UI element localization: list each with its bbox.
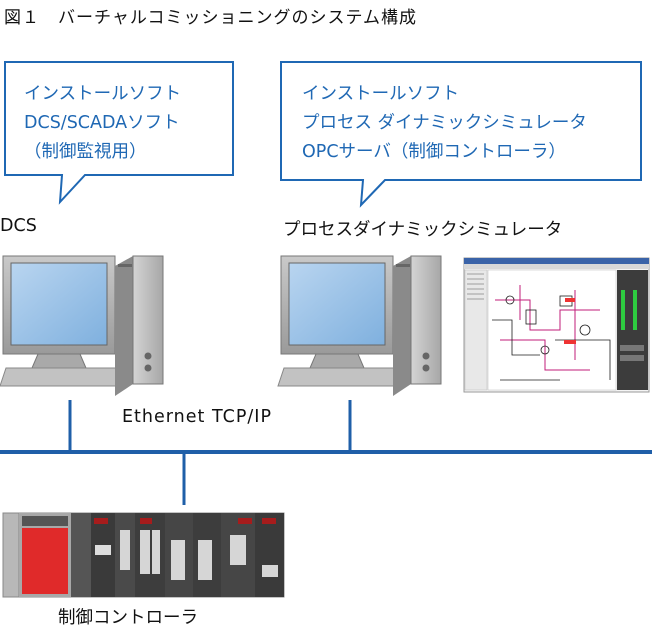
right-bubble-text: インストールソフト プロセス ダイナミックシミュレータ OPCサーバ（制御コント…	[302, 80, 587, 167]
dcs-label: DCS	[0, 216, 37, 236]
left-bubble-line-1: インストールソフト	[24, 84, 182, 104]
simulator-label: プロセスダイナミックシミュレータ	[283, 220, 563, 240]
right-bubble-line-2: プロセス ダイナミックシミュレータ	[302, 113, 587, 133]
controller-label: 制御コントローラ	[58, 608, 198, 628]
simulator-pc-icon	[277, 255, 442, 396]
left-bubble-line-2: DCS/SCADAソフト	[24, 113, 180, 133]
right-speech-bubble	[280, 61, 642, 208]
network-label: Ethernet TCP/IP	[122, 407, 272, 427]
left-bubble-line-3: （制御監視用）	[24, 142, 147, 162]
ethernet-network	[0, 400, 652, 505]
simulator-screenshot	[463, 257, 650, 393]
figure-title: 図１ バーチャルコミッショニングのシステム構成	[4, 8, 417, 28]
right-bubble-line-1: インストールソフト	[302, 84, 460, 104]
plc-controller-icon	[2, 512, 285, 598]
right-bubble-line-3: OPCサーバ（制御コントローラ）	[302, 142, 566, 162]
dcs-pc-icon	[0, 255, 164, 396]
left-speech-bubble	[4, 61, 234, 205]
left-bubble-text: インストールソフト DCS/SCADAソフト （制御監視用）	[24, 80, 181, 167]
